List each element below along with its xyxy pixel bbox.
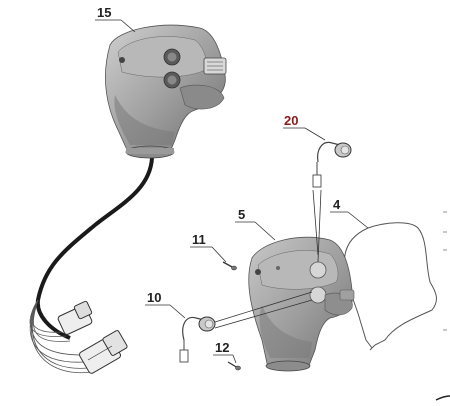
leader-lines [95,19,369,364]
callout-4: 4 [333,197,341,212]
callout-12: 12 [215,340,229,355]
callout-5: 5 [238,207,245,222]
wire-bracket-4 [343,222,437,351]
edge-fragment [435,211,450,401]
housing-hole-lower [309,286,327,304]
handle-housing-5 [248,236,355,372]
cable [35,157,154,340]
wire-bundle [29,299,93,374]
callout-10: 10 [147,290,161,305]
pushbutton-switch-20 [312,141,352,188]
handle-assembly-15 [29,24,227,374]
callout-20: 20 [284,113,298,128]
screw-12 [227,361,241,371]
callout-15: 15 [97,5,111,20]
screw-11 [222,261,237,271]
connector-large [79,330,128,374]
callout-11: 11 [192,232,206,247]
pushbutton-switch-10 [179,316,216,363]
housing-hole-upper [309,261,327,279]
connector-small [57,300,93,335]
